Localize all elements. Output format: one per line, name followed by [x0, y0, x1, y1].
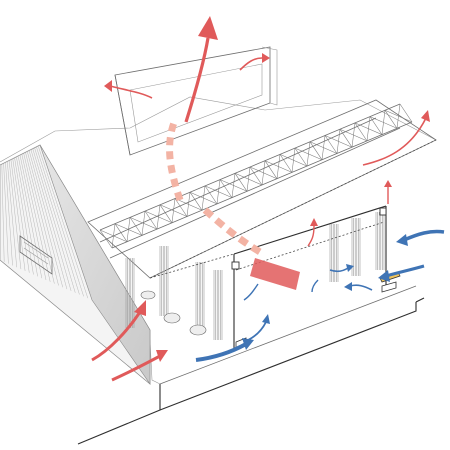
roof-hatch-line: [16, 156, 38, 277]
roof-hatch-line: [12, 158, 30, 273]
truss-diagonal: [396, 103, 401, 129]
truss-diagonal: [261, 160, 266, 186]
truss-diagonal: [141, 211, 146, 236]
cool-air-arrow-icon: [262, 314, 270, 324]
cool-air-arrow-icon: [346, 264, 354, 272]
truss-diagonal: [336, 129, 341, 154]
roof-monitor: [114, 46, 278, 156]
truss-diagonal: [216, 179, 221, 204]
truss-diagonal: [186, 192, 191, 217]
warm-air-arrow-icon: [384, 180, 392, 187]
warm-air-arrow-icon: [134, 300, 146, 316]
truss-strut: [204, 185, 218, 205]
warm-air-flow: [91, 16, 430, 382]
cool-air-arrow-icon: [396, 234, 408, 246]
roof-hatch-line: [14, 157, 34, 275]
truss-strut: [264, 160, 278, 179]
truss-strut: [354, 122, 368, 142]
ventilation-flaps: [235, 271, 401, 351]
truss-strut: [249, 166, 263, 186]
roof-hatch-line: [10, 159, 26, 271]
warm-air-arrow-icon: [421, 110, 430, 122]
roof-hatch-line: [7, 161, 17, 268]
truss-diagonal: [171, 198, 176, 223]
roof-hatch-line: [27, 151, 63, 288]
roof-plane: [87, 99, 437, 279]
truss-strut: [219, 179, 233, 198]
roof-hatch-line: [25, 152, 59, 286]
roof-hatch-line: [1, 164, 5, 262]
truss-diagonal: [381, 110, 386, 135]
warm-air-arrow-icon: [156, 350, 168, 362]
truss-diagonal: [306, 141, 311, 167]
cool-air-arrow-icon: [242, 338, 254, 350]
truss-diagonal: [156, 204, 161, 230]
roof-hatch-line: [5, 162, 13, 266]
left-building: [0, 144, 151, 385]
roof-hatch-line: [17, 155, 43, 279]
roof-hatch-line: [21, 154, 51, 282]
truss-diagonal: [291, 148, 296, 173]
truss-strut: [384, 110, 398, 129]
truss-strut: [309, 141, 323, 160]
column-bases: [140, 290, 207, 336]
roof-hatch-line: [32, 148, 76, 293]
truss-strut: [339, 129, 353, 148]
truss-diagonal: [321, 135, 326, 160]
truss-strut: [279, 154, 293, 173]
roof-hatch-line: [36, 146, 84, 297]
roof-hatch-line: [34, 147, 80, 295]
truss-strut: [234, 173, 248, 192]
truss-strut: [129, 217, 143, 236]
truss-diagonal: [246, 166, 251, 192]
truss-strut: [159, 204, 173, 223]
truss-diagonal: [201, 185, 206, 211]
truss-strut: [324, 135, 338, 154]
cool-air-arrow-icon: [344, 282, 352, 291]
truss-diagonal: [231, 173, 236, 198]
truss-strut: [144, 210, 158, 230]
cool-air-flow: [195, 229, 445, 362]
truss-top-chord: [99, 103, 401, 231]
truss-strut: [399, 103, 413, 123]
roof-hatch-line: [19, 154, 47, 281]
warm-air-arrow-icon: [198, 16, 218, 40]
roof-hatch-line: [23, 153, 55, 284]
truss-diagonal: [276, 154, 281, 179]
cool-air-arrow-icon: [378, 270, 390, 282]
truss-diagonal: [366, 116, 371, 141]
ventilation-flap-icon: [381, 281, 397, 293]
roof-hatch-line: [37, 145, 89, 299]
warm-air-arrow-icon: [104, 80, 112, 92]
truss-strut: [294, 147, 308, 167]
warm-air-arrow-icon: [262, 53, 270, 63]
truss-diagonal: [351, 122, 356, 148]
warm-air-arrow-icon: [310, 218, 318, 226]
truss-strut: [174, 198, 188, 217]
roof-hatch-line: [30, 149, 72, 291]
roof-hatch-line: [8, 160, 22, 270]
roof-hatch-line: [3, 163, 9, 264]
structure-columns: [125, 212, 385, 340]
roof-hatch-line: [28, 150, 68, 290]
truss-strut: [189, 192, 203, 211]
truss-bottom-chord: [111, 121, 413, 249]
